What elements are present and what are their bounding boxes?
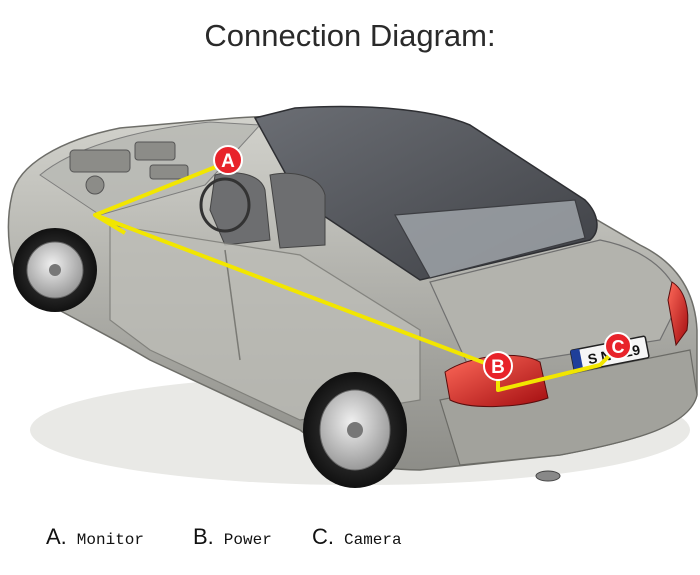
marker-monitor: A: [213, 145, 243, 175]
door-line: [224, 249, 241, 361]
marker-camera-label: C: [612, 337, 625, 357]
marker-power-label: B: [491, 357, 505, 378]
rear-bumper: [439, 349, 698, 466]
legend-label: Monitor: [76, 531, 145, 549]
rear-wheel: [303, 372, 407, 488]
legend-item-camera: C. Camera: [312, 524, 402, 550]
legend-label: Camera: [344, 531, 402, 549]
marker-power: B: [483, 351, 513, 381]
rear-window: [394, 199, 586, 279]
marker-camera: C: [604, 332, 632, 360]
legend-letter: B.: [193, 524, 214, 549]
legend-letter: C.: [312, 524, 334, 549]
wire-front-to-power: [94, 213, 499, 370]
legend-letter: A.: [46, 524, 67, 549]
legend-label: Power: [223, 531, 272, 549]
legend: A. Monitor B. Power C. Camera: [0, 524, 700, 558]
exhaust-pipe: [535, 470, 561, 482]
interior: [199, 172, 326, 249]
page-title: Connection Diagram:: [204, 18, 496, 53]
front-wheel: [13, 228, 97, 312]
marker-monitor-label: A: [221, 151, 235, 172]
legend-item-monitor: A. Monitor: [46, 524, 144, 550]
engine-parts: [69, 141, 189, 195]
right-tail-lamp: [667, 281, 689, 347]
legend-item-power: B. Power: [193, 524, 272, 550]
